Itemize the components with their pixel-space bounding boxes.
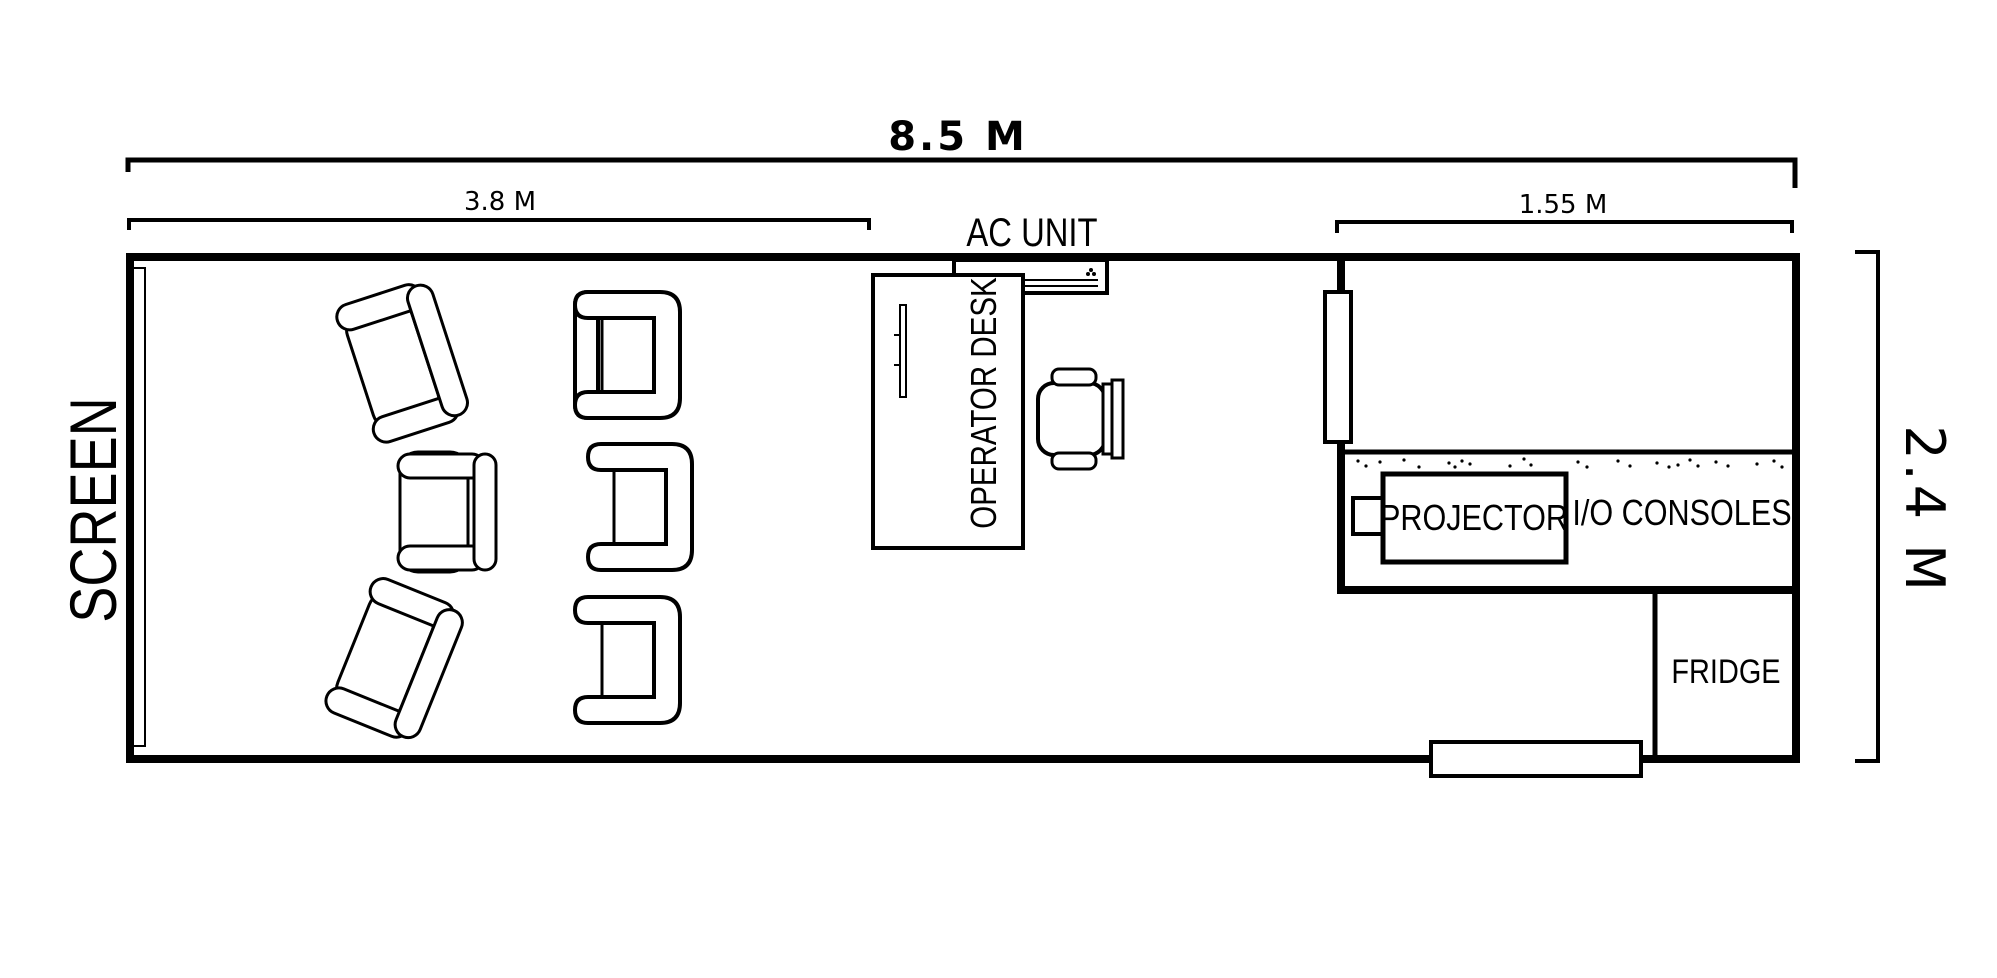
dimension-seating-label: 3.8 M [464,187,536,217]
operator-desk: OPERATOR DESK [871,273,1025,550]
sofa-row-bottom [572,595,682,725]
operator-desk-label: OPERATOR DESK [963,277,1003,528]
projection-booth: PROJECTOR I/O CONSOLES [1323,257,1800,594]
fridge-label: FRIDGE [1671,652,1780,691]
projector-label: PROJECTOR [1380,499,1568,539]
io-consoles-label: I/O CONSOLES [1572,494,1791,534]
dimension-total-label: 8.5 M [888,114,1028,160]
room-wall [126,253,1800,763]
armchair-bottom-angled [324,577,464,740]
fridge: FRIDGE [1652,590,1781,758]
office-chair [1036,367,1125,471]
dimension-width: 2.4 M [1855,250,1956,763]
projector [1380,471,1569,565]
ac-unit: AC UNIT [952,210,1109,295]
screen-label: SCREEN [56,397,130,623]
ac-unit-label: AC UNIT [966,210,1097,255]
entry-door [1429,740,1643,778]
dimension-seating: 3.8 M [127,187,871,230]
sofa-row-middle [585,442,694,572]
console-dots [1356,457,1784,469]
dimension-width-label: 2.4 M [1893,425,1956,595]
booth-door [1323,290,1353,444]
dimension-booth: 1.55 M [1335,190,1794,233]
sofa-row-top [572,290,682,420]
dimension-total: 8.5 M [125,114,1798,188]
projection-screen: SCREEN [56,267,146,747]
armchair-top-angled [335,283,469,444]
dimension-booth-label: 1.55 M [1519,190,1608,220]
armchair-middle [396,450,498,574]
